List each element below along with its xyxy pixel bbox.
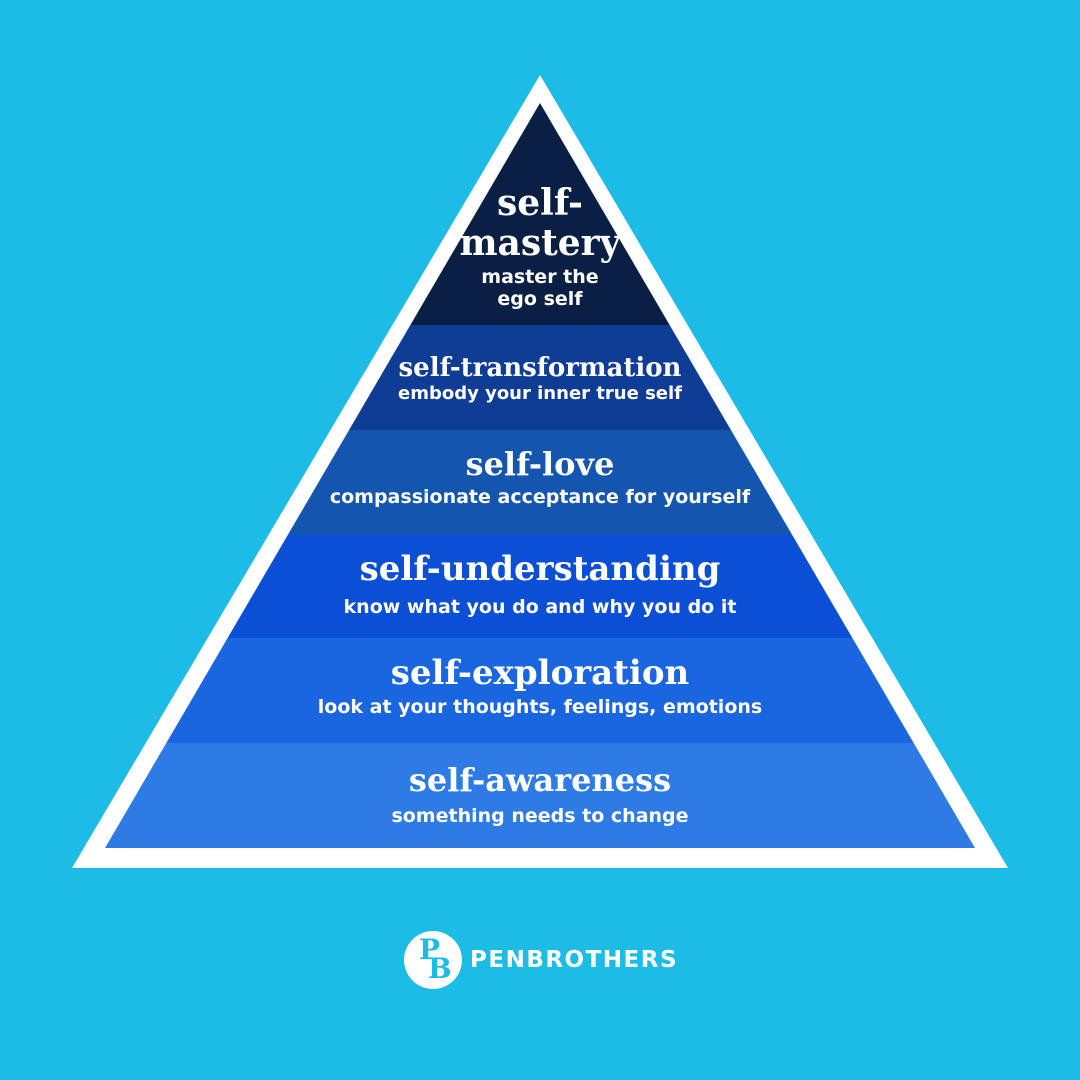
pyramid-level-1: [410, 103, 670, 325]
pyramid-level-5: [166, 638, 914, 743]
level-1-subtitle-line-1: master the: [481, 266, 598, 288]
level-3-title-line-1: self-love: [466, 445, 615, 483]
pyramid-level-3: [287, 430, 793, 535]
level-4-subtitle-line-1: know what you do and why you do it: [344, 596, 737, 618]
level-1-title-line-2: mastery: [459, 222, 621, 264]
level-4-title-line-1: self-understanding: [360, 549, 721, 589]
level-6-title-line-1: self-awareness: [409, 761, 671, 799]
level-1-title-line-1: self-: [497, 182, 583, 224]
pyramid-level-4: [227, 535, 853, 638]
pyramid-level-6: [105, 743, 975, 848]
brand-name: PENBROTHERS: [470, 947, 679, 973]
level-2-title-line-1: self-transformation: [399, 353, 682, 383]
level-5-subtitle-line-1: look at your thoughts, feelings, emotion…: [318, 696, 762, 718]
level-1-subtitle-line-2: ego self: [497, 288, 583, 310]
level-5-title-line-1: self-exploration: [391, 653, 689, 693]
level-2-subtitle-line-1: embody your inner true self: [398, 383, 682, 404]
penbrothers-logo: P B: [404, 931, 462, 989]
brand-footer: P B PENBROTHERS: [404, 930, 678, 990]
level-3-subtitle-line-1: compassionate acceptance for yourself: [330, 486, 751, 508]
logo-letter-p: P: [419, 933, 441, 966]
pyramid-level-2: [349, 325, 731, 430]
logo-letter-b: B: [428, 952, 452, 985]
level-6-subtitle-line-1: something needs to change: [391, 805, 688, 827]
